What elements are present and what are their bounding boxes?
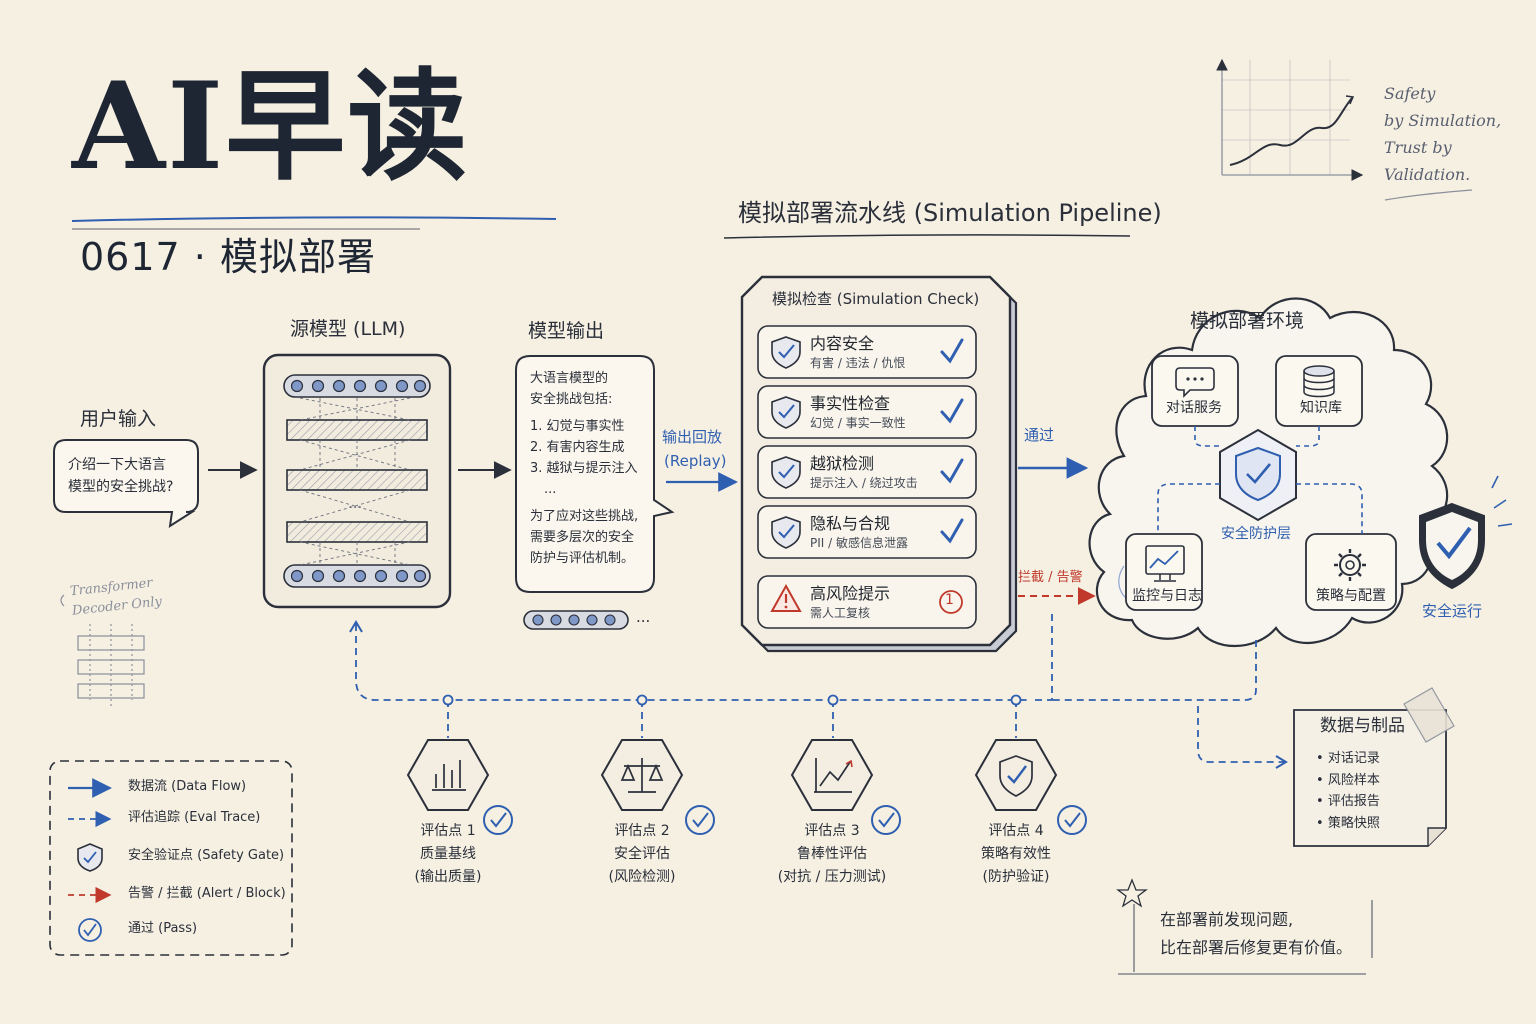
quote: Safety by Simulation, Trust by Validatio… bbox=[1384, 84, 1502, 184]
transformer-sketch bbox=[60, 594, 145, 708]
layer-ellipsis: ... bbox=[348, 494, 363, 512]
user-input-label: 用户输入 bbox=[80, 408, 157, 430]
artifact-item: • 对话记录 bbox=[1316, 751, 1380, 766]
user-input-bubble bbox=[53, 439, 199, 529]
check-jailbreak-title: 越狱检测 bbox=[810, 454, 875, 473]
check-privacy-title: 隐私与合规 bbox=[810, 514, 891, 533]
eval-point-4: 评估点 4 策略有效性 (防护验证) bbox=[981, 823, 1051, 885]
core-label: 安全防护层 bbox=[1221, 526, 1291, 542]
legend-data-flow: 数据流 (Data Flow) bbox=[128, 779, 247, 794]
bottom-note: 在部署前发现问题, 比在部署后修复更有价值。 bbox=[1160, 910, 1353, 957]
service-policy-label: 策略与配置 bbox=[1316, 588, 1386, 604]
model-output-bubble bbox=[515, 355, 675, 593]
artifact-item: • 评估报告 bbox=[1316, 794, 1380, 809]
service-chat-label: 对话服务 bbox=[1166, 400, 1222, 416]
artifacts-note bbox=[1293, 687, 1455, 847]
replay-sub: (Replay) bbox=[664, 452, 727, 470]
check-factuality-sub: 幻觉 / 事实一致性 bbox=[810, 416, 906, 430]
artifacts-list: • 对话记录 • 风险样本 • 评估报告 • 策略快照 bbox=[1316, 748, 1380, 834]
eval-point-1: 评估点 1 质量基线 (输出质量) bbox=[414, 823, 482, 885]
simulation-check-frame bbox=[740, 275, 1018, 653]
risk-title: 高风险提示 bbox=[810, 584, 891, 603]
pass-label: 通过 bbox=[1024, 426, 1055, 444]
safe-run-label: 安全运行 bbox=[1422, 602, 1483, 620]
eval-point-2: 评估点 2 安全评估 (风险检测) bbox=[608, 823, 676, 885]
service-knowledge-label: 知识库 bbox=[1300, 400, 1342, 416]
source-model-title: 源模型 (LLM) bbox=[290, 318, 406, 340]
safe-run-shield bbox=[1419, 475, 1513, 590]
mini-growth-chart bbox=[1216, 58, 1364, 181]
check-content-safety-title: 内容安全 bbox=[810, 334, 875, 353]
title-underline bbox=[71, 216, 557, 222]
artifacts-title: 数据与制品 bbox=[1320, 716, 1405, 736]
source-model-box bbox=[262, 353, 452, 609]
risk-sub: 需人工复核 bbox=[810, 606, 871, 620]
eval-trace-lines bbox=[355, 614, 1284, 763]
check-privacy-sub: PII / 敏感信息泄露 bbox=[810, 536, 908, 550]
model-output-title: 模型输出 bbox=[528, 320, 605, 342]
subtitle: 0617 · 模拟部署 bbox=[80, 235, 376, 279]
pipeline-title-underline bbox=[723, 234, 1131, 239]
artifact-item: • 策略快照 bbox=[1316, 815, 1380, 831]
legend-safety-gate: 安全验证点 (Safety Gate) bbox=[128, 848, 285, 863]
legend-icons bbox=[68, 778, 112, 942]
token-ellipsis: ... bbox=[636, 608, 651, 626]
simulation-check-title: 模拟检查 (Simulation Check) bbox=[772, 290, 980, 308]
eval-hexagons bbox=[406, 739, 1058, 811]
model-output-text: 大语言模型的 安全挑战包括: 1. 幻觉与事实性 2. 有害内容生成 3. 越狱… bbox=[530, 371, 639, 566]
artifact-item: • 风险样本 bbox=[1316, 772, 1380, 788]
replay-label: 输出回放 bbox=[662, 428, 723, 446]
eval-pass-checks bbox=[483, 805, 1087, 835]
main-title: AI早读 bbox=[72, 56, 470, 197]
legend-pass: 通过 (Pass) bbox=[128, 921, 198, 936]
service-monitor-label: 监控与日志 bbox=[1132, 588, 1202, 604]
pipeline-title: 模拟部署流水线 (Simulation Pipeline) bbox=[738, 199, 1162, 227]
check-jailbreak-sub: 提示注入 / 绕过攻击 bbox=[810, 476, 918, 490]
block-label: 拦截 / 告警 bbox=[1018, 570, 1083, 585]
check-factuality-title: 事实性检查 bbox=[810, 394, 891, 413]
note-frame bbox=[1116, 878, 1373, 975]
eval-point-3: 评估点 3 鲁棒性评估 (对抗 / 压力测试) bbox=[777, 823, 887, 885]
user-input-line-1: 介绍一下大语言 bbox=[68, 457, 166, 473]
legend-eval-trace: 评估追踪 (Eval Trace) bbox=[128, 810, 261, 825]
cloud-services bbox=[1125, 355, 1397, 611]
risk-badge: 1 bbox=[945, 592, 954, 608]
user-input-line-2: 模型的安全挑战? bbox=[68, 479, 174, 495]
check-content-safety-sub: 有害 / 违法 / 仇恨 bbox=[810, 356, 906, 370]
environment-title: 模拟部署环境 bbox=[1190, 310, 1305, 332]
legend-alert-block: 告警 / 拦截 (Alert / Block) bbox=[128, 886, 286, 901]
legend-box bbox=[49, 760, 293, 956]
